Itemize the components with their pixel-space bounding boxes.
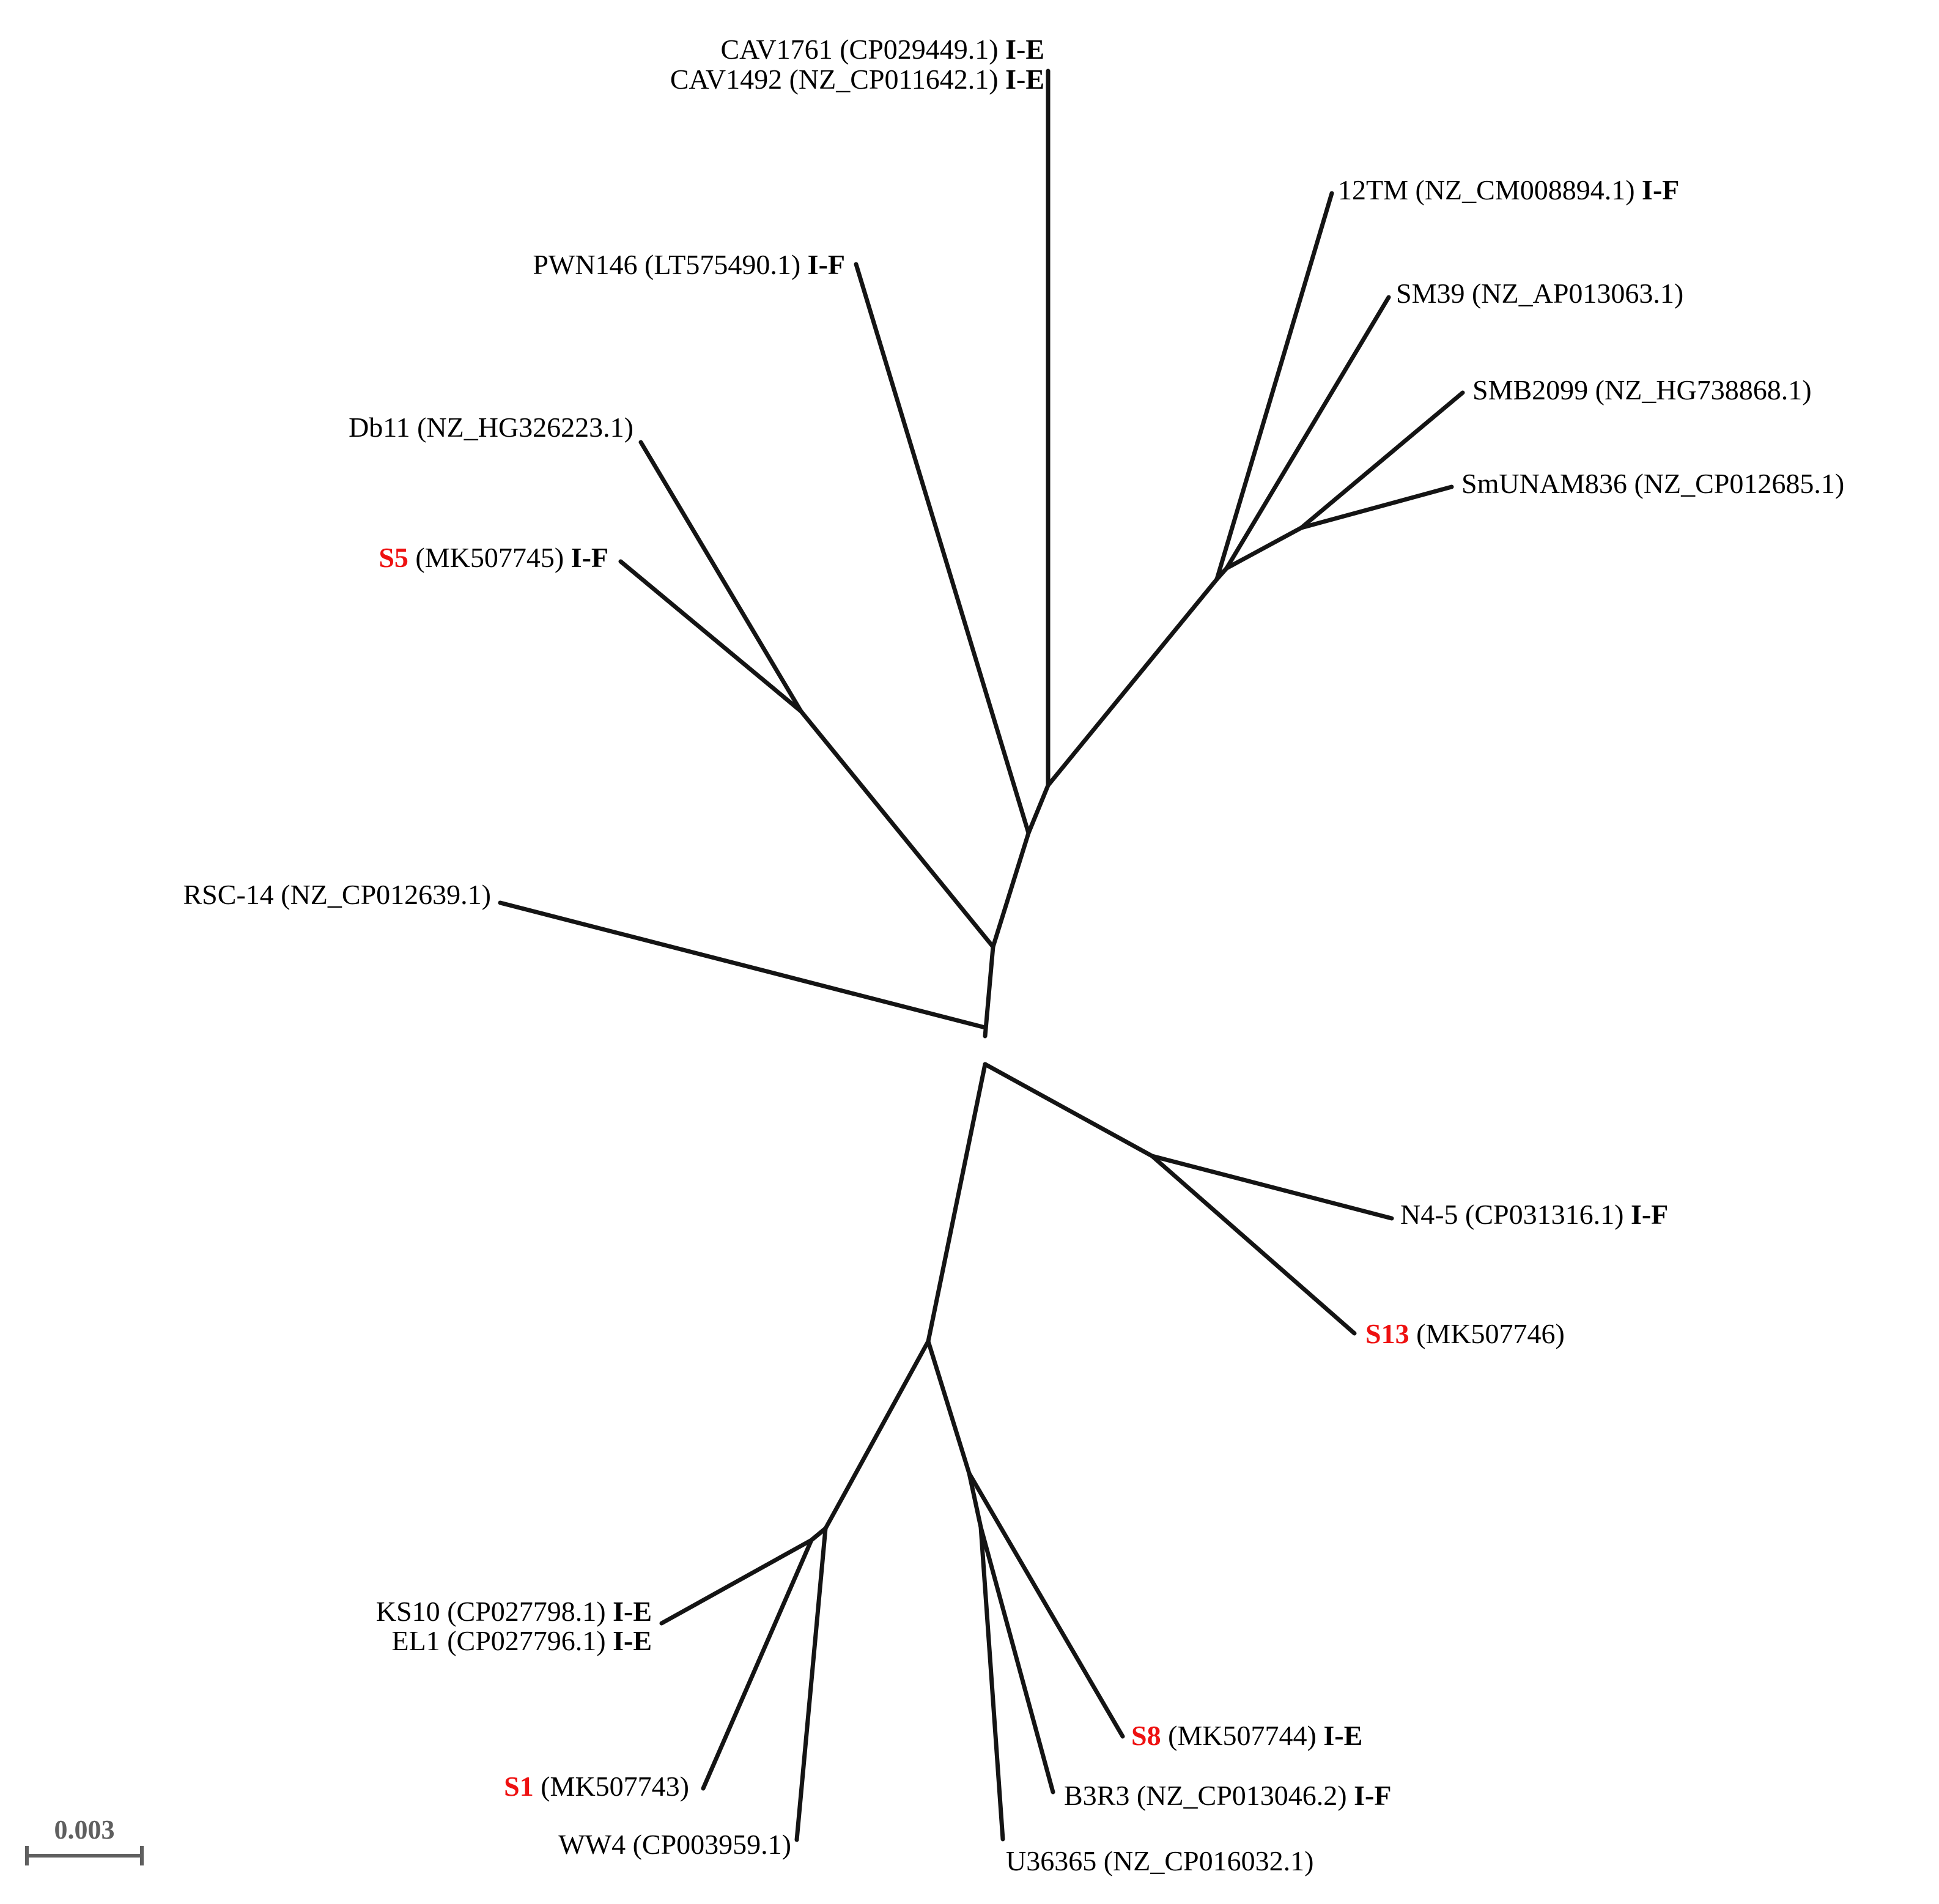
branch-nn-to-n45	[1150, 1154, 1394, 1221]
branch-nsmb-to-smunam836	[1299, 484, 1454, 530]
scale-bar-label: 0.003	[54, 1815, 115, 1845]
branch-ldb-to-db11	[638, 440, 803, 714]
branch-nright-to-nsm	[1214, 566, 1229, 582]
branch-root-to-nn	[983, 1062, 1154, 1158]
leaf-label-u36365: U36365 (NZ_CP016032.1)	[1006, 1845, 1313, 1876]
leaf-label-ks10: KS10 (CP027798.1) I-E	[376, 1596, 652, 1627]
leaf-label-n4-5: N4-5 (CP031316.1) I-F	[1400, 1199, 1668, 1230]
tree-branches	[498, 69, 1465, 1842]
branch-nls-to-s1	[701, 1526, 828, 1791]
scale-bar-line	[25, 1846, 144, 1865]
branch-n1-to-n2	[991, 831, 1031, 949]
leaf-label-el1: EL1 (CP027796.1) I-E	[391, 1625, 652, 1656]
leaf-label-db11: Db11 (NZ_HG326223.1)	[349, 412, 633, 443]
branch-n1-to-ldb	[799, 709, 995, 949]
leaf-label-b3r3: B3R3 (NZ_CP013046.2) I-F	[1064, 1780, 1391, 1811]
leaf-label-rsc-14: RSC-14 (NZ_CP012639.1)	[183, 879, 492, 910]
leaf-label-sm39: SM39 (NZ_AP013063.1)	[1396, 278, 1683, 309]
branch-root-to-n1	[983, 944, 995, 1039]
branch-nright-to-12tm	[1214, 191, 1334, 582]
branch-nsm-to-nsmb	[1224, 525, 1304, 571]
branch-nls-to-ks10	[659, 1526, 828, 1626]
branch-n2-to-n3	[1026, 783, 1051, 835]
branch-nrs-to-u36365	[978, 1525, 1005, 1842]
branch-nls-to-ww4	[794, 1526, 828, 1842]
branch-n3-to-nright	[1046, 577, 1219, 788]
leaf-label-pwn146: PWN146 (LT575490.1) I-F	[533, 249, 845, 280]
leaf-label-s13: S13 (MK507746)	[1365, 1318, 1565, 1349]
branch-nsm-to-sm39	[1224, 295, 1391, 571]
branch-nrs-to-b3r3	[967, 1471, 1055, 1795]
leaf-label-cav1761: CAV1761 (CP029449.1) I-E	[720, 34, 1044, 65]
leaf-label-s5: S5 (MK507745) I-F	[379, 542, 608, 573]
branch-ldb-to-s5	[618, 559, 803, 714]
leaf-label-cav1492: CAV1492 (NZ_CP011642.1) I-E	[670, 64, 1044, 95]
scale-bar: 0.003	[25, 1815, 144, 1865]
branch-nsmb-to-smb2099	[1299, 390, 1465, 530]
branch-nrs-to-s8	[967, 1471, 1125, 1739]
branch-n2-to-pwn146	[854, 262, 1031, 835]
leaf-label-smb2099: SMB2099 (NZ_HG738868.1)	[1472, 374, 1812, 406]
branch-root-to-lower	[926, 1062, 988, 1344]
branch-lower-to-nrs	[926, 1339, 972, 1476]
leaf-label-s8: S8 (MK507744) I-E	[1131, 1720, 1362, 1751]
leaf-label-12tm: 12TM (NZ_CM008894.1) I-F	[1338, 174, 1679, 206]
branch-nn-to-s13	[1150, 1154, 1357, 1336]
branch-root-to-rsc14	[498, 900, 988, 1030]
leaf-label-s1: S1 (MK507743)	[504, 1771, 689, 1802]
branch-lower-to-nls	[823, 1339, 931, 1531]
leaf-label-ww4: WW4 (CP003959.1)	[558, 1829, 791, 1860]
leaf-label-smunam836: SmUNAM836 (NZ_CP012685.1)	[1461, 468, 1844, 499]
